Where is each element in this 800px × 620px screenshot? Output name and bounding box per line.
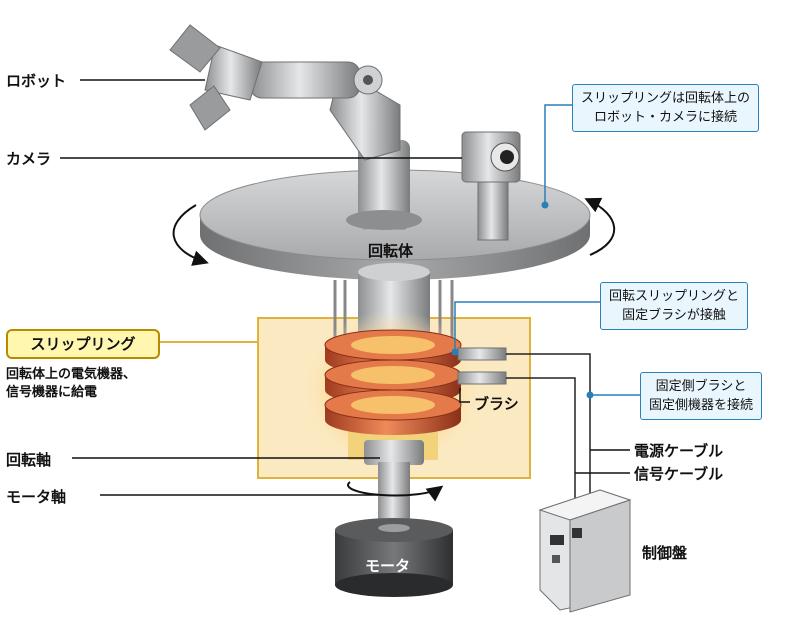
robot-arm [169,24,422,230]
label-rotating-shaft: 回転軸 [6,451,52,469]
slip-ring-desc-line2: 信号機器に給電 [6,385,98,400]
callout-top-line2: ロボット・カメラに接続 [594,110,738,125]
callout-low-line2: 固定側機器を接続 [649,398,754,413]
callout-ring-brush-contact: 回転スリップリングと 固定ブラシが接触 [600,282,749,330]
cables [506,353,591,505]
callout-mid-line1: 回転スリップリングと [609,289,740,304]
callout-connectors [454,104,640,396]
label-camera: カメラ [6,150,52,168]
callout-slipring-connection: スリップリングは回転体上の ロボット・カメラに接続 [572,84,760,132]
callout-top-line1: スリップリングは回転体上の [581,91,751,106]
label-robot: ロボット [6,72,67,90]
callout-brush-equipment: 固定側ブラシと 固定側機器を接続 [640,372,763,420]
shaft-rotation-arrow [347,481,444,502]
label-control-panel: 制御盤 [642,544,688,562]
brushes [457,347,507,403]
control-panel-box [538,489,632,613]
label-motor-shaft: モータ軸 [6,488,67,506]
label-rotor: 回転体 [368,242,414,260]
label-brush: ブラシ [474,395,519,413]
callout-mid-line2: 固定ブラシが接触 [622,308,726,323]
label-slip-ring: スリップリング [6,329,160,359]
rotation-arrow-right [584,197,616,256]
rotation-arrow-left [172,204,209,266]
camera-device [461,131,521,241]
shaft-coupling [364,440,424,465]
motor-shaft [378,462,410,522]
label-signal-cable: 信号ケーブル [634,465,724,483]
slip-ring-desc-line1: 回転体上の電気機器、 [6,367,137,382]
callout-low-line1: 固定側ブラシと [655,379,747,394]
label-motor: モータ [365,557,411,575]
copper-rings [324,329,462,435]
label-power-cable: 電源ケーブル [634,442,724,460]
slip-ring-description: 回転体上の電気機器、 信号機器に給電 [6,366,136,402]
leader-lines [60,79,630,496]
motor-body [335,518,453,597]
